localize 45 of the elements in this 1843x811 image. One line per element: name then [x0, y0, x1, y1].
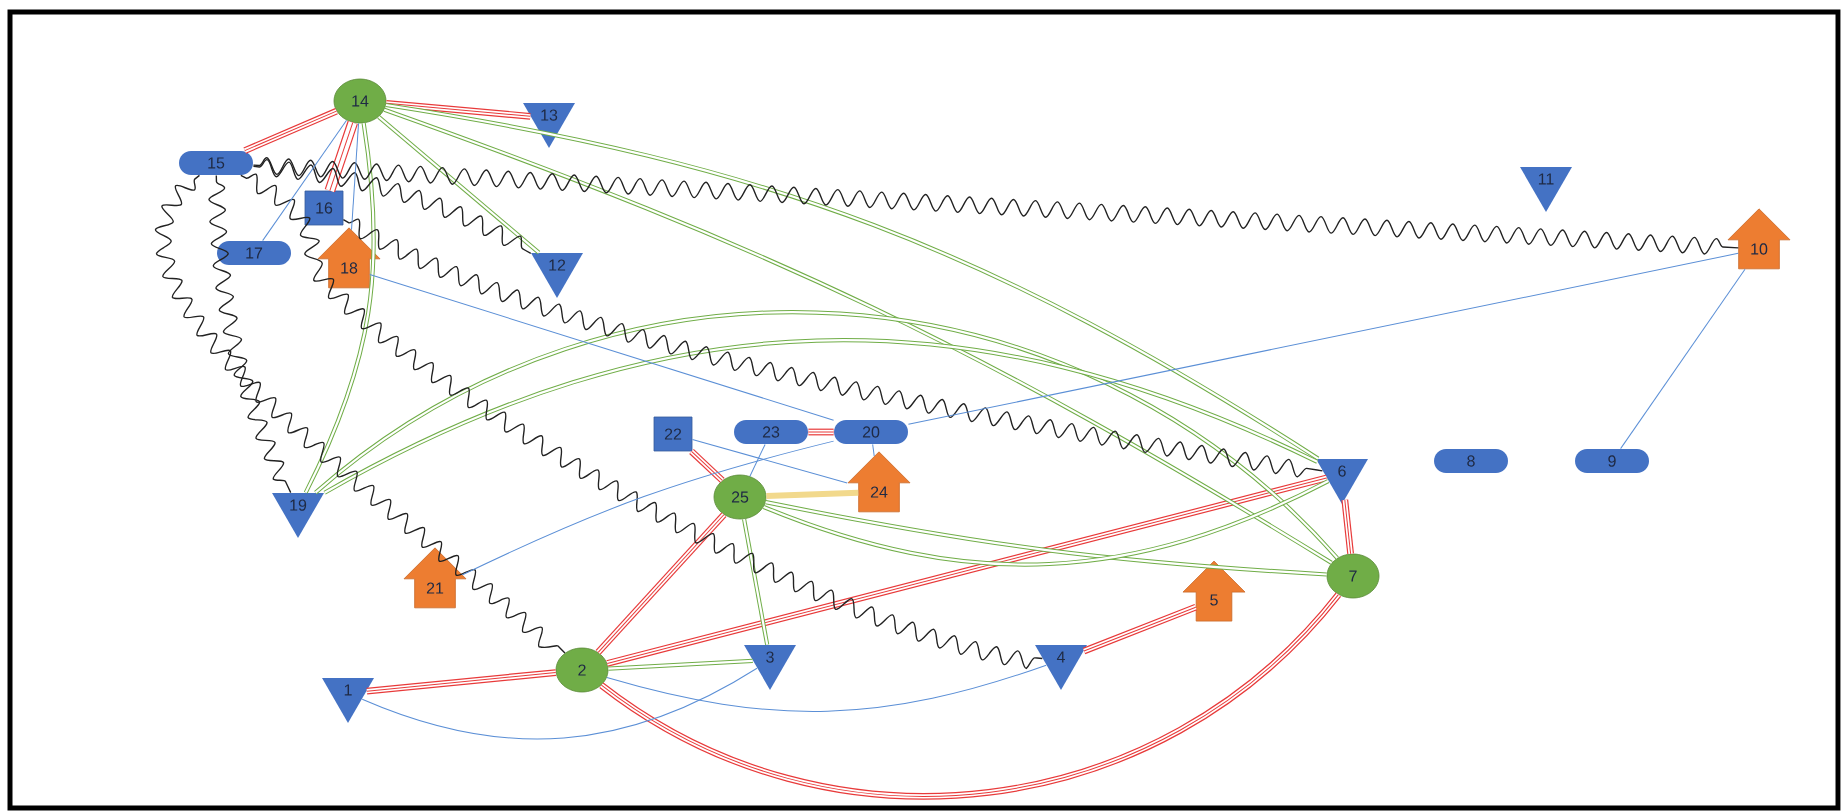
connector-line [691, 438, 848, 484]
connector-line [1082, 604, 1197, 655]
connector-line [351, 122, 360, 231]
connector-line [342, 218, 1324, 478]
connector-line [606, 474, 1328, 667]
connector-line [765, 500, 1327, 577]
connector-line [606, 664, 1047, 712]
connector-line [154, 174, 566, 654]
connector-line [303, 122, 376, 494]
connector-line [1620, 268, 1746, 450]
connector-line [240, 173, 1043, 670]
connector-line [243, 108, 338, 154]
connector-line [807, 428, 835, 436]
square-node: 16 [304, 190, 344, 226]
connector-line [689, 448, 725, 483]
connector-line [599, 592, 1341, 800]
connector-line [749, 443, 766, 477]
connector-line [907, 252, 1739, 425]
connector-line [324, 120, 358, 193]
square-node: 22 [653, 416, 693, 452]
connector-line [762, 479, 1330, 567]
connector-line [262, 119, 348, 242]
connector-line [377, 115, 541, 255]
connector-line [361, 667, 758, 740]
connector-line [462, 440, 835, 576]
circle-node: 25 [713, 474, 767, 520]
connector-line [208, 174, 292, 494]
connector-line [1341, 499, 1354, 555]
connector-line [385, 100, 531, 120]
connector-line [366, 669, 557, 695]
connector-line [369, 274, 835, 421]
connector-line [252, 157, 1739, 255]
connector-line [872, 443, 875, 457]
connector-line [385, 102, 1320, 461]
connector-line [314, 311, 1339, 560]
connector-line [595, 512, 727, 655]
connector-line [742, 518, 770, 645]
connector-line [608, 658, 753, 671]
connector-line [323, 338, 1319, 495]
connector-line [252, 158, 532, 255]
circle-node: 7 [1326, 553, 1380, 599]
circle-node: 2 [555, 647, 609, 693]
circle-node: 14 [333, 78, 387, 124]
connector-line [383, 107, 1333, 565]
connector-line [766, 489, 859, 500]
